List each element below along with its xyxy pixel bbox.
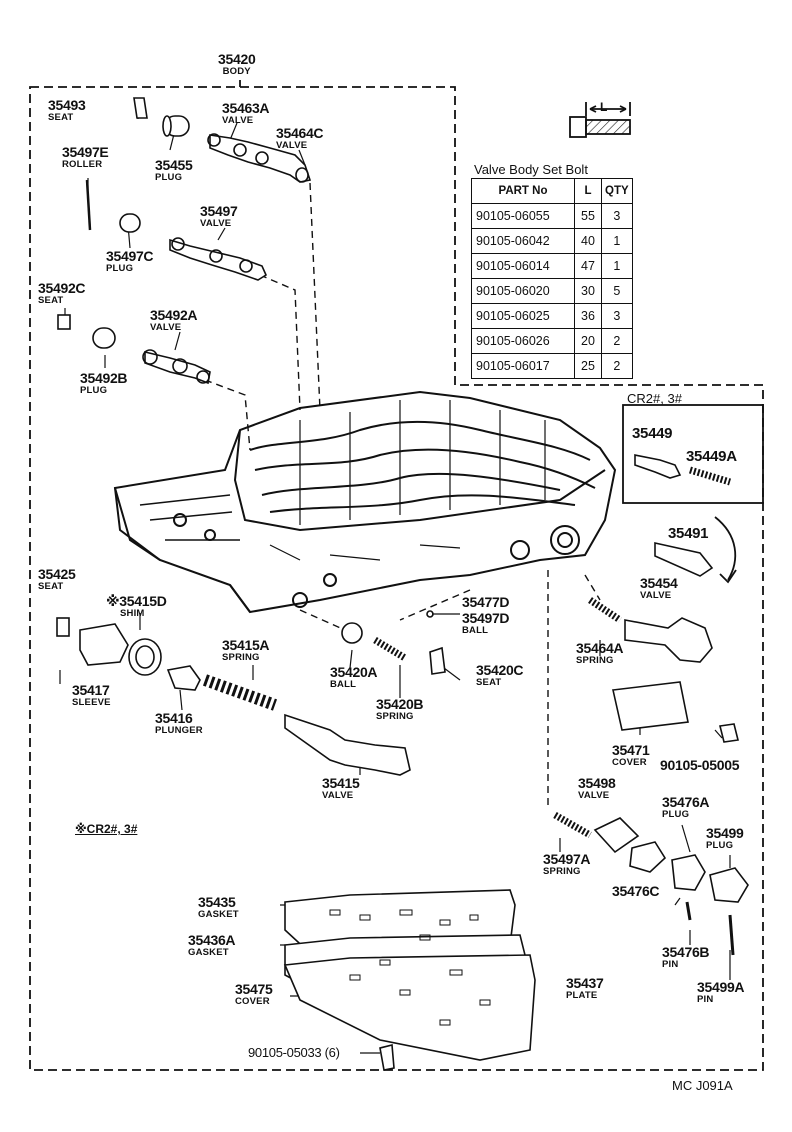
part-label: 35449A xyxy=(686,448,737,465)
footnote: ※CR2#, 3# xyxy=(75,822,138,836)
cell-part-no: 90105-06025 xyxy=(471,303,575,329)
cell-part-no: 90105-06026 xyxy=(471,328,575,354)
header-qty: QTY xyxy=(601,178,633,204)
part-label: 35449 xyxy=(632,425,673,442)
cr-box xyxy=(622,404,764,504)
cell-qty: 2 xyxy=(601,353,633,379)
bolt-length-label: L xyxy=(600,100,608,114)
header-l: L xyxy=(574,178,602,204)
cell-l: 20 xyxy=(574,328,602,354)
cell-part-no: 90105-06020 xyxy=(471,278,575,304)
part-label: 35476C xyxy=(612,883,660,899)
cell-l: 47 xyxy=(574,253,602,279)
part-name: BODY xyxy=(222,66,251,77)
cell-qty: 1 xyxy=(601,228,633,254)
cell-part-no: 90105-06014 xyxy=(471,253,575,279)
set-bolt-icon xyxy=(569,102,631,138)
part-label: 35477D xyxy=(462,594,510,610)
cell-part-no: 90105-06017 xyxy=(471,353,575,379)
cell-l: 55 xyxy=(574,203,602,229)
cell-qty: 2 xyxy=(601,328,633,354)
cr-box-title: CR2#, 3# xyxy=(627,391,682,406)
body-label: 35420 BODY xyxy=(218,51,256,77)
cell-qty: 3 xyxy=(601,303,633,329)
part-label: 35491 xyxy=(668,525,709,542)
cell-l: 36 xyxy=(574,303,602,329)
diagram-code: MC J091A xyxy=(672,1078,733,1093)
bolt-table-title: Valve Body Set Bolt xyxy=(474,162,588,177)
part-number: 35420 xyxy=(218,51,256,67)
part-drawings xyxy=(56,97,749,1071)
cell-l: 30 xyxy=(574,278,602,304)
cell-l: 25 xyxy=(574,353,602,379)
header-part-no: PART No xyxy=(471,178,575,204)
cell-qty: 3 xyxy=(601,203,633,229)
cell-part-no: 90105-06055 xyxy=(471,203,575,229)
part-label: 90105-05033 (6) xyxy=(248,1045,340,1060)
assembly-boundary xyxy=(29,86,764,1071)
part-label: 90105-05005 xyxy=(660,757,740,773)
bolt-table-header-row: PART No L QTY xyxy=(471,178,633,204)
cell-l: 40 xyxy=(574,228,602,254)
cell-part-no: 90105-06042 xyxy=(471,228,575,254)
cell-qty: 5 xyxy=(601,278,633,304)
valve-body-drawing xyxy=(113,390,617,614)
cell-qty: 1 xyxy=(601,253,633,279)
